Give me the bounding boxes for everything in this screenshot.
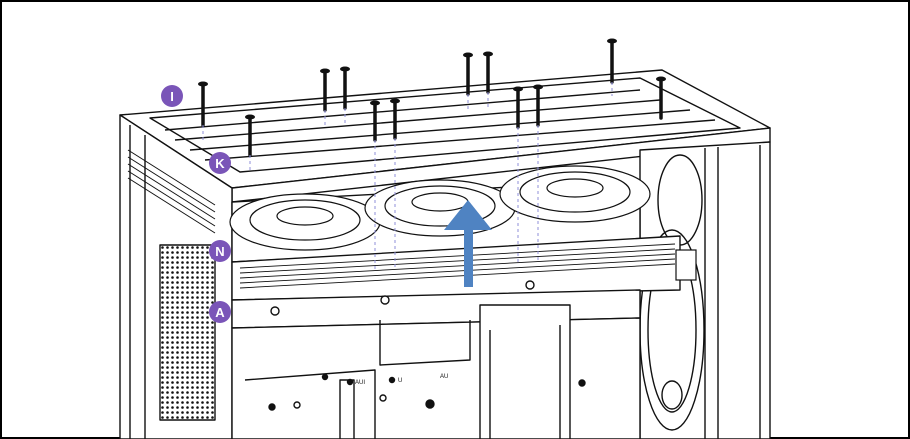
top-panel-inner [149, 77, 741, 173]
port-label: AUI [355, 380, 365, 386]
radiator-fins [239, 243, 676, 289]
screw-icon [201, 40, 663, 157]
screw-guides [202, 82, 613, 270]
callout-badge-A: A [209, 301, 231, 323]
port-label: AU [440, 374, 448, 380]
callout-badge-I: I [161, 85, 183, 107]
fan-1 [229, 193, 381, 251]
interior [231, 317, 641, 439]
fan-2 [364, 179, 516, 237]
side-mesh [159, 244, 216, 421]
side-vent-slots [127, 149, 216, 234]
port-label: U [398, 378, 402, 384]
svg-text:N: N [215, 244, 224, 259]
screw-heads [198, 38, 666, 120]
radiator-body [231, 235, 681, 301]
callout-badge-K: K [209, 152, 231, 174]
svg-text:A: A [215, 305, 225, 320]
svg-text:K: K [215, 156, 225, 171]
callout-badge-N: N [209, 240, 231, 262]
svg-text:I: I [170, 89, 174, 104]
cable-channel [479, 304, 571, 439]
pc-case [119, 69, 771, 439]
arrow-up-icon [444, 200, 492, 287]
connector-block [675, 249, 697, 281]
fan-3 [499, 165, 651, 223]
